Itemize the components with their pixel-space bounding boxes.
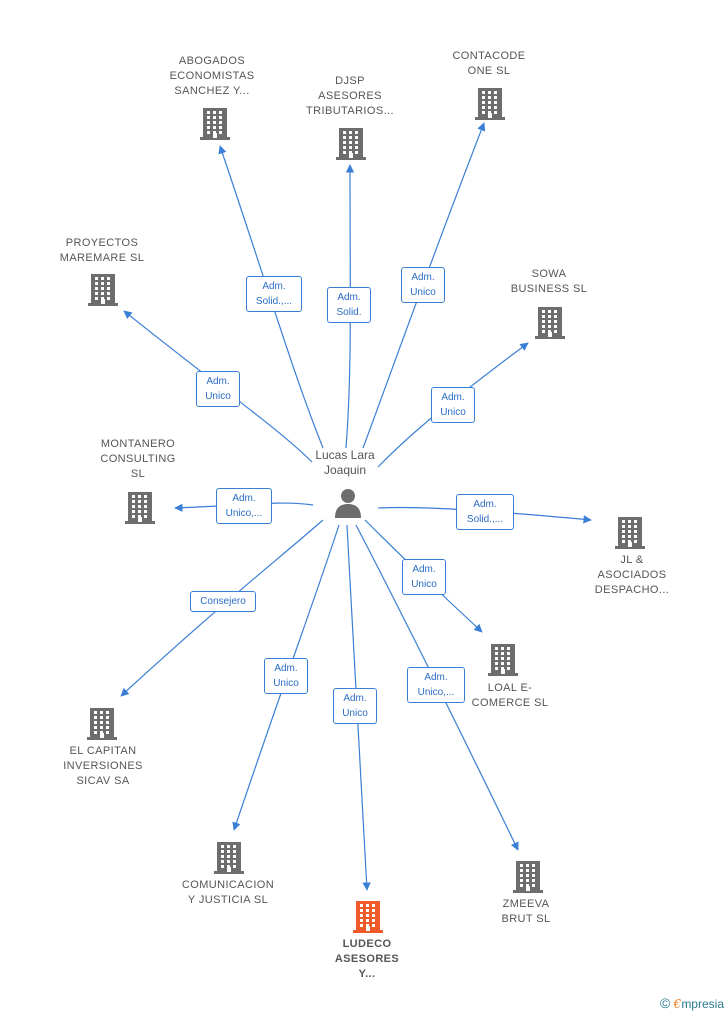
brand-footer: © €mpresia	[660, 995, 724, 1011]
role-badge-djsp[interactable]: Adm. Solid.	[327, 287, 371, 323]
brand-logo-letter: €	[673, 997, 682, 1011]
building-icon[interactable]	[336, 126, 366, 160]
role-badge-loal[interactable]: Adm. Unico	[402, 559, 446, 595]
building-icon[interactable]	[488, 642, 518, 676]
building-icon[interactable]	[214, 840, 244, 874]
role-badge-comunicacion[interactable]: Adm. Unico	[264, 658, 308, 694]
role-badge-contacode[interactable]: Adm. Unico	[401, 267, 445, 303]
role-badge-zmeeva[interactable]: Adm. Unico,...	[407, 667, 465, 703]
person-name[interactable]: Lucas Lara Joaquin	[315, 448, 375, 477]
edge-proyectos	[123, 310, 313, 463]
company-label-comunicacion[interactable]: COMUNICACION Y JUSTICIA SL	[181, 879, 275, 906]
company-label-contacode[interactable]: CONTACODE ONE SL	[452, 50, 526, 77]
building-icon[interactable]	[125, 490, 155, 524]
role-badge-capitan[interactable]: Consejero	[190, 591, 256, 612]
company-label-sowa[interactable]: SOWA BUSINESS SL	[510, 268, 588, 295]
edge-zmeeva	[355, 524, 519, 851]
building-icon[interactable]	[475, 86, 505, 120]
role-badge-montanero[interactable]: Adm. Unico,...	[216, 488, 272, 524]
copyright-icon: ©	[660, 995, 671, 1011]
role-badge-jl[interactable]: Adm. Solid.,...	[456, 494, 514, 530]
company-label-jl[interactable]: JL & ASOCIADOS DESPACHO...	[594, 554, 670, 596]
building-icon[interactable]	[353, 899, 383, 933]
company-label-capitan[interactable]: EL CAPITAN INVERSIONES SICAV SA	[63, 745, 143, 787]
role-badge-sowa[interactable]: Adm. Unico	[431, 387, 475, 423]
person-icon[interactable]	[333, 487, 363, 519]
company-label-montanero[interactable]: MONTANERO CONSULTING SL	[100, 438, 176, 480]
edge-abogados	[218, 145, 324, 449]
brand-name: mpresia	[681, 997, 724, 1011]
company-label-zmeeva[interactable]: ZMEEVA BRUT SL	[501, 898, 551, 925]
building-icon[interactable]	[615, 515, 645, 549]
company-label-proyectos[interactable]: PROYECTOS MAREMARE SL	[59, 237, 145, 264]
role-badge-abogados[interactable]: Adm. Solid.,...	[246, 276, 302, 312]
edge-djsp	[345, 164, 355, 449]
edge-capitan	[120, 519, 324, 697]
company-label-loal[interactable]: LOAL E- COMERCE SL	[471, 682, 549, 709]
company-label-abogados[interactable]: ABOGADOS ECONOMISTAS SANCHEZ Y...	[169, 55, 255, 97]
edge-ludeco	[346, 524, 371, 891]
building-icon[interactable]	[535, 305, 565, 339]
edge-contacode	[362, 122, 486, 449]
edge-comunicacion	[232, 524, 340, 831]
building-icon[interactable]	[513, 859, 543, 893]
building-icon[interactable]	[87, 706, 117, 740]
company-label-ludeco[interactable]: LUDECO ASESORES Y...	[334, 938, 400, 980]
company-label-djsp[interactable]: DJSP ASESORES TRIBUTARIOS...	[306, 75, 394, 117]
building-icon[interactable]	[200, 106, 230, 140]
role-badge-ludeco[interactable]: Adm. Unico	[333, 688, 377, 724]
role-badge-proyectos[interactable]: Adm. Unico	[196, 371, 240, 407]
building-icon[interactable]	[88, 272, 118, 306]
